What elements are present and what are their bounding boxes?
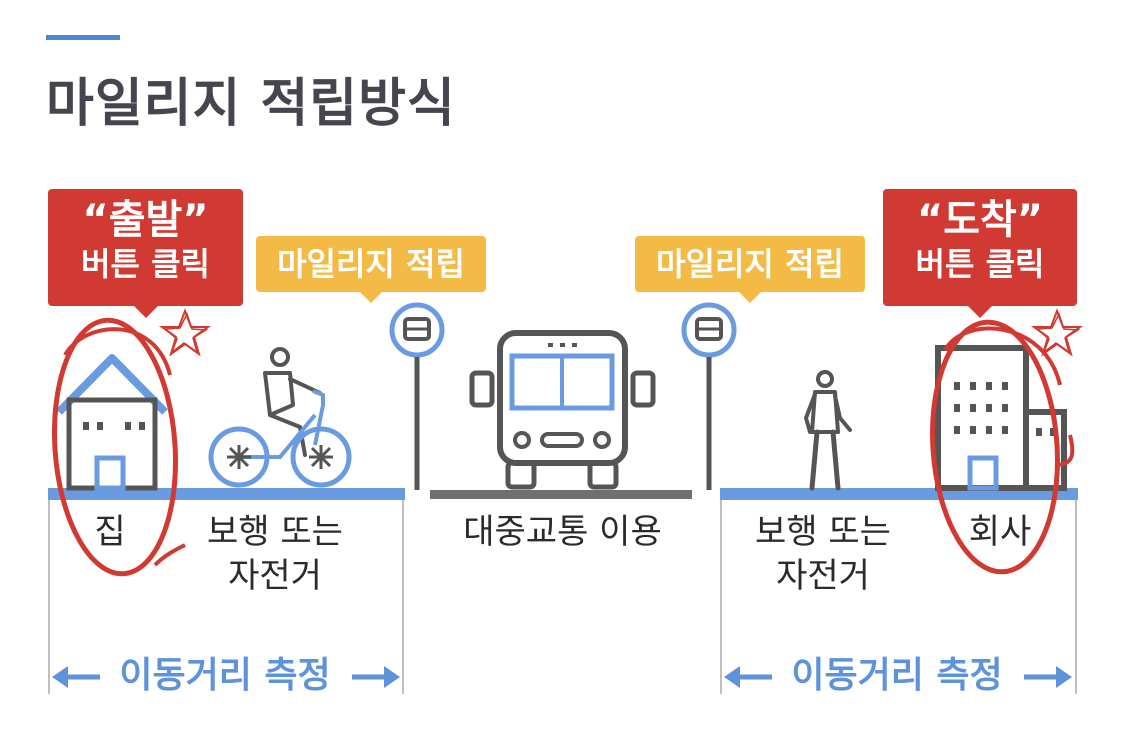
house-icon [56, 354, 168, 491]
guide-line-1 [48, 500, 50, 694]
arrow-left-icon [724, 666, 772, 688]
start-callout-line2: 버튼 클릭 [81, 245, 210, 283]
star-doodle-icon [158, 308, 212, 357]
guide-line-2 [402, 500, 404, 694]
pedestrian-icon [803, 370, 852, 491]
star-doodle-icon [1030, 308, 1084, 357]
walk-bike-label-left: 보행 또는 자전거 [190, 510, 360, 598]
start-callout-line1: “출발” [82, 197, 209, 243]
transit-label: 대중교통 이용 [463, 512, 662, 552]
mileage-callout-right: 마일리지 적립 [635, 236, 865, 303]
walk-bike-left-line1: 보행 또는 [207, 512, 343, 552]
office-building-icon [935, 345, 1067, 491]
arrow-right-icon [352, 666, 400, 688]
home-label: 집 [94, 512, 126, 552]
distance-measure-label-right: 이동거리 측정 [791, 655, 1003, 696]
ground-left [48, 488, 405, 500]
arrive-callout-line1: “도착” [916, 197, 1044, 243]
office-label: 회사 [968, 512, 1032, 552]
arrow-right-icon [1024, 666, 1072, 688]
title-accent-line [46, 35, 120, 40]
guide-line-4 [1075, 500, 1077, 694]
ground-right [720, 488, 1078, 500]
arrive-callout-line2: 버튼 클릭 [915, 245, 1045, 283]
bicycle-rider-icon [208, 347, 352, 488]
bus-stop-sign-icon [389, 302, 445, 490]
home-highlight-circle [51, 317, 186, 577]
ground-transit [430, 490, 692, 499]
mileage-callout-left: 마일리지 적립 [256, 236, 486, 303]
walk-bike-right-line1: 보행 또는 [755, 512, 891, 552]
arrive-button-callout: “도착” 버튼 클릭 [883, 189, 1077, 318]
arrow-left-icon [52, 666, 100, 688]
guide-line-3 [720, 500, 722, 694]
walk-bike-label-right: 보행 또는 자전거 [738, 510, 908, 598]
page-title: 마일리지 적립방식 [46, 74, 456, 134]
bus-icon [469, 330, 656, 490]
distance-measure-label-left: 이동거리 측정 [119, 655, 331, 696]
office-highlight-circle [930, 319, 1075, 575]
start-button-callout: “출발” 버튼 클릭 [48, 189, 243, 318]
bus-stop-sign-icon [681, 302, 737, 490]
walk-bike-right-line2: 자전거 [776, 556, 870, 596]
walk-bike-left-line2: 자전거 [228, 556, 322, 596]
